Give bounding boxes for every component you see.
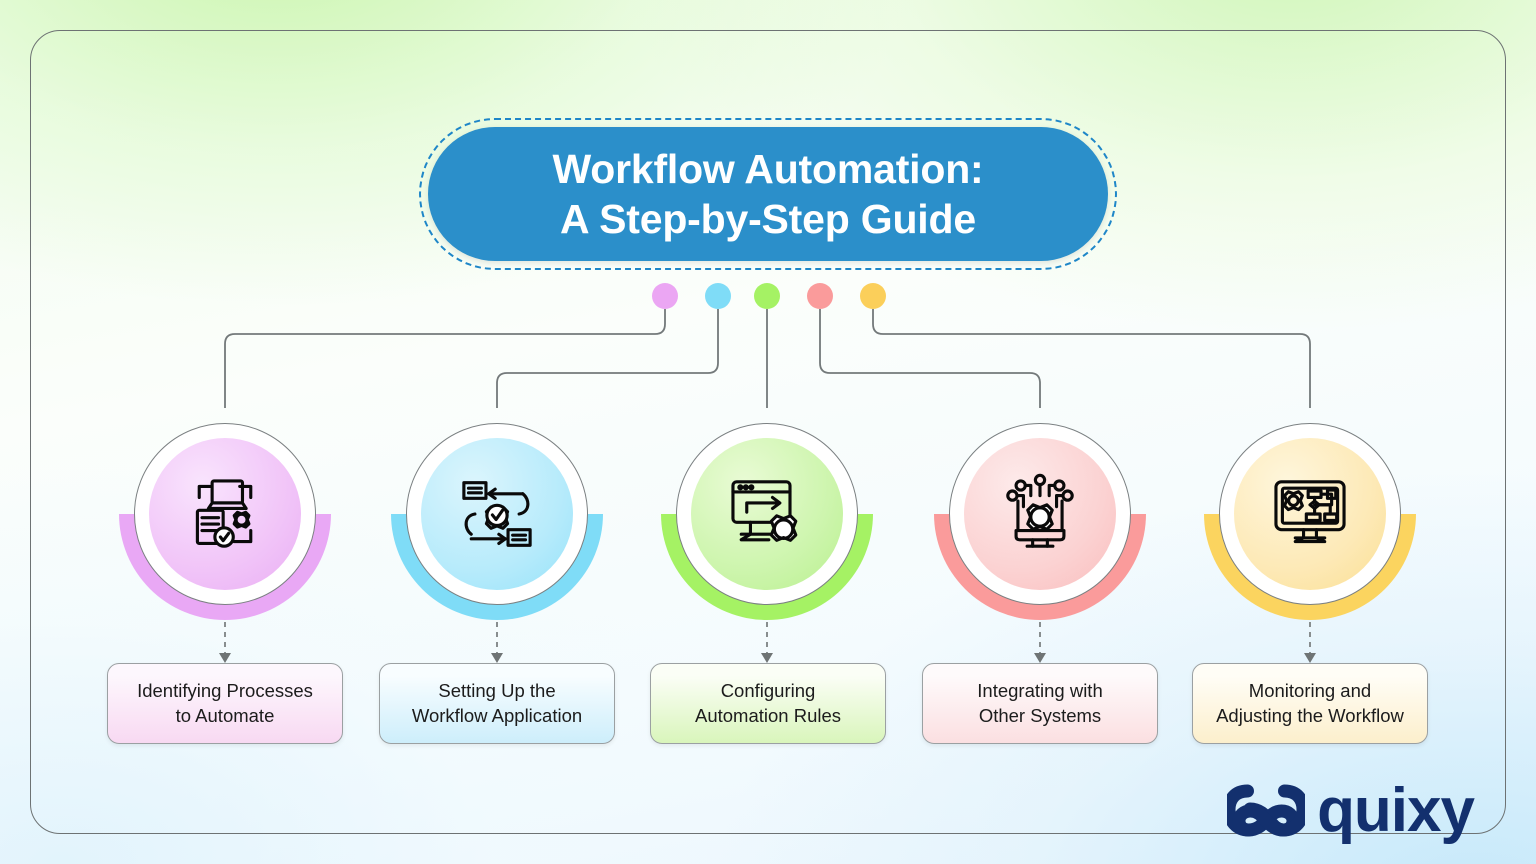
title-dashed-outline bbox=[419, 118, 1117, 270]
step-label-2[interactable]: Setting Up the Workflow Application bbox=[379, 663, 615, 744]
step-label-1[interactable]: Identifying Processes to Automate bbox=[107, 663, 343, 744]
step-dot-3 bbox=[754, 283, 780, 309]
step-icon-circle-2 bbox=[421, 438, 573, 590]
step-dot-5 bbox=[860, 283, 886, 309]
step-label-3[interactable]: Configuring Automation Rules bbox=[650, 663, 886, 744]
step-node-3[interactable] bbox=[661, 408, 873, 620]
step-node-5[interactable] bbox=[1204, 408, 1416, 620]
monitor-gear-flowchart-icon bbox=[1274, 480, 1346, 544]
step-dot-4 bbox=[807, 283, 833, 309]
gear-check-flow-icon bbox=[462, 481, 532, 547]
step-label-4[interactable]: Integrating with Other Systems bbox=[922, 663, 1158, 744]
step-node-2[interactable] bbox=[391, 408, 603, 620]
quixy-knot-icon bbox=[1227, 784, 1306, 837]
step-node-1[interactable] bbox=[119, 408, 331, 620]
step-label-5[interactable]: Monitoring and Adjusting the Workflow bbox=[1192, 663, 1428, 744]
step-icon-circle-5 bbox=[1234, 438, 1386, 590]
monitor-gear-network-icon bbox=[1006, 473, 1074, 548]
step-dot-1 bbox=[652, 283, 678, 309]
step-icon-circle-1 bbox=[149, 438, 301, 590]
title-pill: Workflow Automation: A Step-by-Step Guid… bbox=[428, 127, 1108, 261]
step-dot-2 bbox=[705, 283, 731, 309]
main-title-block: Workflow Automation: A Step-by-Step Guid… bbox=[419, 118, 1117, 270]
laptop-document-gear-icon bbox=[195, 479, 253, 548]
page-title: Workflow Automation: A Step-by-Step Guid… bbox=[552, 145, 984, 242]
brand-wordmark: quixy bbox=[1317, 776, 1475, 845]
step-icon-circle-3 bbox=[691, 438, 843, 590]
step-icon-circle-4 bbox=[964, 438, 1116, 590]
monitor-arrow-gear-icon bbox=[731, 480, 798, 542]
step-node-4[interactable] bbox=[934, 408, 1146, 620]
brand-logo[interactable]: quixy bbox=[1227, 776, 1475, 845]
